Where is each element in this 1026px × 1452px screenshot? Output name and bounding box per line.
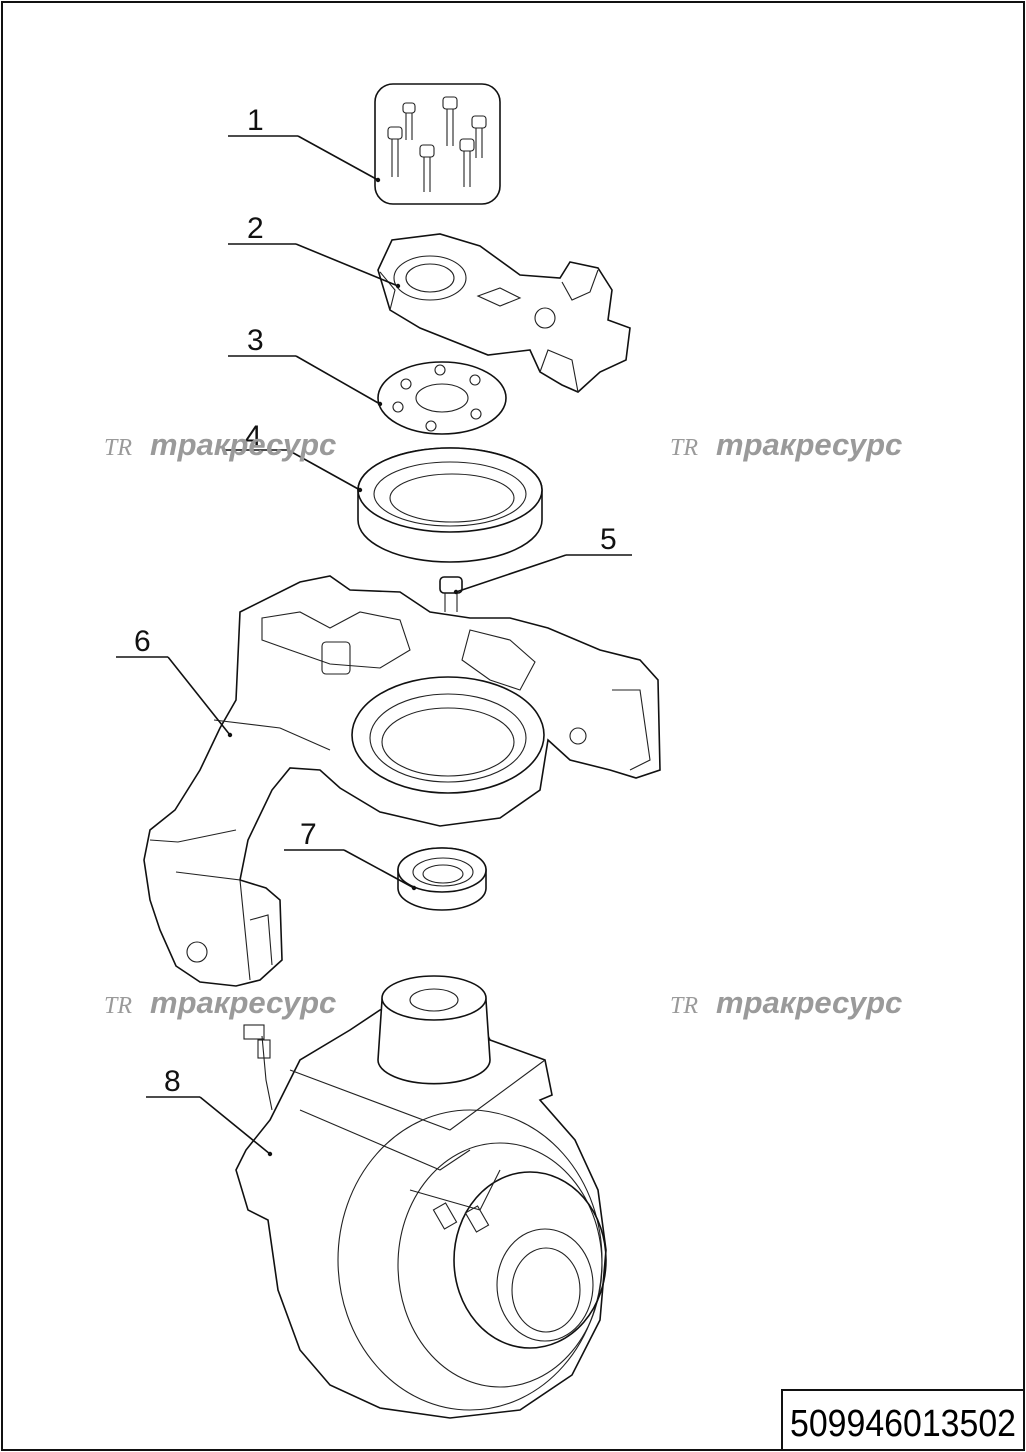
- callout-6: 6: [134, 625, 151, 658]
- watermark-bottom-right: TR тракресурс: [670, 985, 902, 1020]
- callout-labels: 1 2 3 4 5 6 7 8: [134, 104, 617, 1098]
- svg-text:тракресурс: тракресурс: [716, 427, 902, 462]
- callout-3: 3: [247, 324, 264, 357]
- leaders: [116, 135, 632, 1157]
- part-3-washer: [377, 361, 507, 435]
- svg-text:тракресурс: тракресурс: [150, 985, 336, 1020]
- watermark-top-right: TR тракресурс: [670, 427, 902, 462]
- callout-8: 8: [164, 1065, 181, 1098]
- part-number-box: 509946013502: [781, 1389, 1025, 1451]
- callout-1: 1: [247, 104, 264, 137]
- callout-2: 2: [247, 212, 264, 245]
- svg-text:TR: TR: [104, 435, 132, 461]
- part-number: 509946013502: [790, 1403, 1016, 1445]
- svg-text:TR: TR: [670, 993, 698, 1019]
- watermarks: TR тракресурс TR тракресурс TR тракресур…: [104, 427, 902, 1020]
- part-6-swivel-frame: [143, 575, 661, 987]
- callout-4: 4: [245, 420, 262, 453]
- part-8-drive-wheel: [235, 975, 607, 1419]
- watermark-bottom-left: TR тракресурс: [104, 985, 336, 1020]
- part-7-small-bearing: [397, 847, 487, 911]
- part-4-bearing: [357, 447, 543, 563]
- watermark-top-left: TR тракресурс: [104, 427, 336, 462]
- callout-7: 7: [300, 818, 317, 851]
- svg-text:TR: TR: [670, 435, 698, 461]
- part-2-bracket: [377, 233, 631, 393]
- svg-text:тракресурс: тракресурс: [716, 985, 902, 1020]
- part-1-screw-set: [374, 83, 501, 205]
- svg-text:тракресурс: тракресурс: [150, 427, 336, 462]
- svg-text:TR: TR: [104, 993, 132, 1019]
- callout-5: 5: [600, 523, 617, 556]
- part-5-screw: [439, 576, 463, 612]
